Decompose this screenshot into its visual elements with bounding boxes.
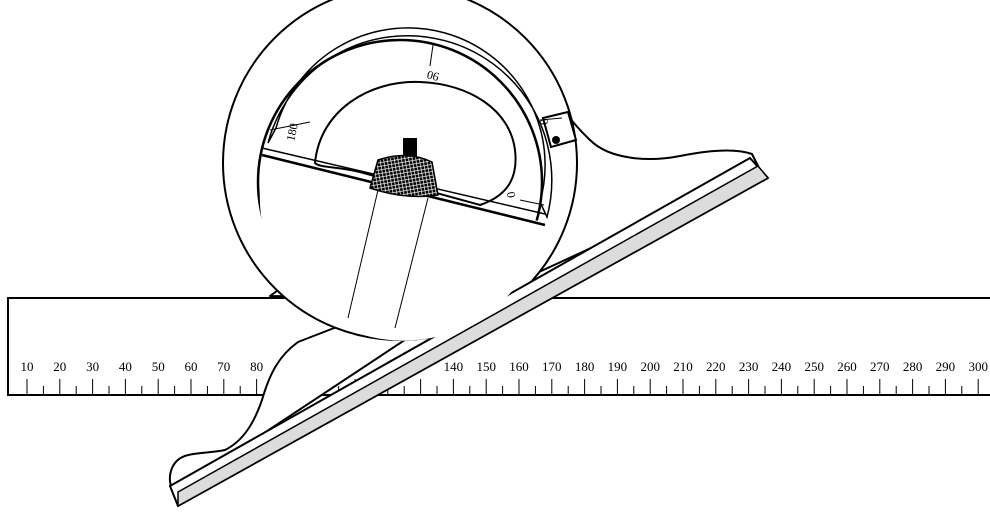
scale-tick-90 bbox=[429, 44, 434, 67]
rule-label: 40 bbox=[119, 359, 132, 374]
blade-bevel bbox=[177, 165, 770, 508]
rule-label: 80 bbox=[250, 359, 263, 374]
rule-label: 170 bbox=[542, 359, 562, 374]
rule-label: 230 bbox=[739, 359, 759, 374]
rule-label: 300 bbox=[968, 359, 988, 374]
rule-label: 220 bbox=[706, 359, 726, 374]
rule-label: 280 bbox=[903, 359, 923, 374]
rule-label: 60 bbox=[185, 359, 198, 374]
clamp-shaft-left bbox=[347, 189, 379, 319]
rule-label: 180 bbox=[575, 359, 595, 374]
scale-label-0: 0 bbox=[504, 191, 519, 199]
rule-label: 160 bbox=[509, 359, 529, 374]
rule-label: 290 bbox=[936, 359, 956, 374]
rule-scale: 10 20 30 40 50 60 70 80 140 150 160 170 180 190 200 210… bbox=[21, 359, 988, 395]
rule-label: 270 bbox=[870, 359, 890, 374]
vernier-tick-0 bbox=[539, 117, 563, 121]
rule-label: 240 bbox=[772, 359, 792, 374]
rule-label: 20 bbox=[53, 359, 66, 374]
graduated-band bbox=[267, 27, 553, 220]
clamp-shaft-right bbox=[394, 197, 429, 329]
rule-label: 30 bbox=[86, 359, 99, 374]
scale-label-90: 90 bbox=[425, 68, 440, 85]
rule-label: 250 bbox=[804, 359, 824, 374]
clamp-screw-thread bbox=[403, 138, 417, 156]
rule-label: 150 bbox=[476, 359, 496, 374]
scale-tick-180 bbox=[269, 121, 311, 131]
vernier-label-0: 0 bbox=[537, 118, 552, 126]
rule-label: 260 bbox=[837, 359, 857, 374]
lock-screw bbox=[552, 136, 560, 144]
rule-label: 200 bbox=[640, 359, 660, 374]
rule-label: 10 bbox=[21, 359, 34, 374]
scale-label-180: 180 bbox=[283, 122, 300, 143]
rule-label: 190 bbox=[608, 359, 628, 374]
rule-label: 50 bbox=[152, 359, 165, 374]
dial-lower-face bbox=[259, 172, 545, 341]
rule-label: 140 bbox=[444, 359, 464, 374]
clamp-knurled-nut bbox=[369, 154, 439, 198]
lock-plate bbox=[541, 110, 578, 149]
rule-label: 210 bbox=[673, 359, 693, 374]
scale-tick-0-right bbox=[519, 199, 545, 206]
rule-label: 70 bbox=[217, 359, 230, 374]
